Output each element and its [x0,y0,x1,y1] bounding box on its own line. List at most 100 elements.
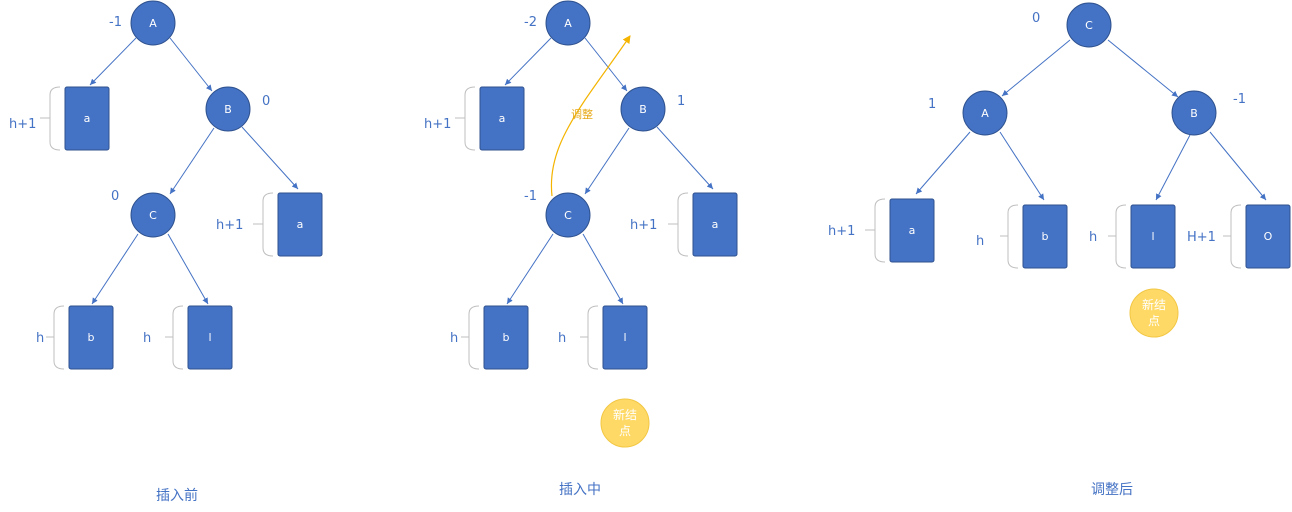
bracket-b [461,305,480,370]
height-b: h [976,234,984,249]
edges [915,39,1267,201]
balance-B: 0 [262,94,270,109]
edge-B-a [656,126,714,190]
new-node-label-line1: 新结 [1142,297,1166,312]
balance-B: -1 [1233,92,1246,107]
subtree-a-left [479,86,525,151]
subtree-l [602,305,648,370]
node-A [545,0,591,46]
edge-B-C [584,127,630,195]
panel-before-insert: A B C -1 0 0 a a b l h+1 h+1 h h 插入前 [9,0,323,504]
height-brackets [865,198,1242,269]
edge-A-B [169,37,213,92]
edge-B-a [241,126,299,190]
edge-A-b [999,131,1045,201]
node-A [962,90,1008,136]
subtree-b-label: b [503,331,510,344]
node-B-label: B [639,103,647,116]
edge-B-C [169,127,215,195]
node-B [620,86,666,132]
balance-C: 0 [111,189,119,204]
bracket-o [1223,204,1242,269]
height-a-right: h+1 [630,218,657,233]
subtree-b [68,305,114,370]
subtree-a [889,198,935,263]
bracket-b [1000,204,1019,269]
bracket-a-right [668,192,689,257]
node-B-label: B [1190,107,1198,120]
node-B [205,86,251,132]
edges [89,37,299,305]
edge-A-a [504,37,552,86]
adjust-arrow [550,35,631,197]
balance-A: 1 [928,97,936,112]
height-a-left: h+1 [424,117,451,132]
edge-C-b [91,233,139,305]
subtree-a-right [277,192,323,257]
subtree-a-right-label: a [712,218,719,231]
subtree-l-label: l [623,331,626,344]
node-C-label: C [1085,19,1093,32]
bracket-l [580,305,599,370]
bracket-b [46,305,65,370]
subtree-a-left-label: a [84,112,91,125]
node-A-label: A [149,17,157,30]
edge-C-l [582,233,624,305]
new-node [1129,288,1179,338]
caption-after: 调整后 [1091,482,1133,498]
node-A-label: A [564,17,572,30]
panel-during-insert: 调整 A B C -2 1 -1 a a b l h+1 h+1 h h 新结 … [424,0,738,498]
node-C [1066,2,1112,48]
subtree-a-label: a [909,224,916,237]
bracket-a-left [455,86,476,151]
height-a-right: h+1 [216,218,243,233]
height-l: h [558,331,566,346]
bracket-a-left [40,86,61,151]
node-B [1171,90,1217,136]
node-A [130,0,176,46]
new-node-label-line2: 点 [619,424,631,438]
subtree-o-label: O [1264,230,1273,243]
node-C [545,192,591,238]
node-C [130,192,176,238]
subtree-b [483,305,529,370]
node-B-label: B [224,103,232,116]
balance-A: -1 [109,15,122,30]
subtree-a-left-label: a [499,112,506,125]
height-a: h+1 [828,224,855,239]
height-brackets [40,86,274,370]
edge-C-B [1107,39,1179,98]
subtree-l [1130,204,1176,269]
balance-C: 0 [1032,11,1040,26]
subtree-a-right [692,192,738,257]
subtree-l-label: l [208,331,211,344]
new-node-label-line1: 新结 [613,407,637,422]
subtree-a-left [64,86,110,151]
adjust-label: 调整 [571,107,593,121]
height-l: h [1089,230,1097,245]
node-C-label: C [149,209,157,222]
caption-during: 插入中 [559,482,601,498]
height-brackets [455,86,689,370]
height-o: H+1 [1187,230,1216,245]
edge-A-B [584,37,628,92]
subtree-l [187,305,233,370]
height-l: h [143,331,151,346]
node-A-label: A [981,107,989,120]
edge-B-o [1209,131,1267,201]
node-C-label: C [564,209,572,222]
new-node-label-line2: 点 [1148,314,1160,328]
height-b: h [36,331,44,346]
subtree-b-label: b [88,331,95,344]
edge-C-l [167,233,209,305]
balance-A: -2 [524,15,537,30]
caption-before: 插入前 [156,487,198,504]
edge-B-l [1155,134,1191,201]
height-a-left: h+1 [9,117,36,132]
bracket-l [1108,204,1127,269]
subtree-b-label: b [1042,230,1049,243]
subtree-b [1022,204,1068,269]
edge-A-a [915,131,971,195]
new-node [600,398,650,448]
